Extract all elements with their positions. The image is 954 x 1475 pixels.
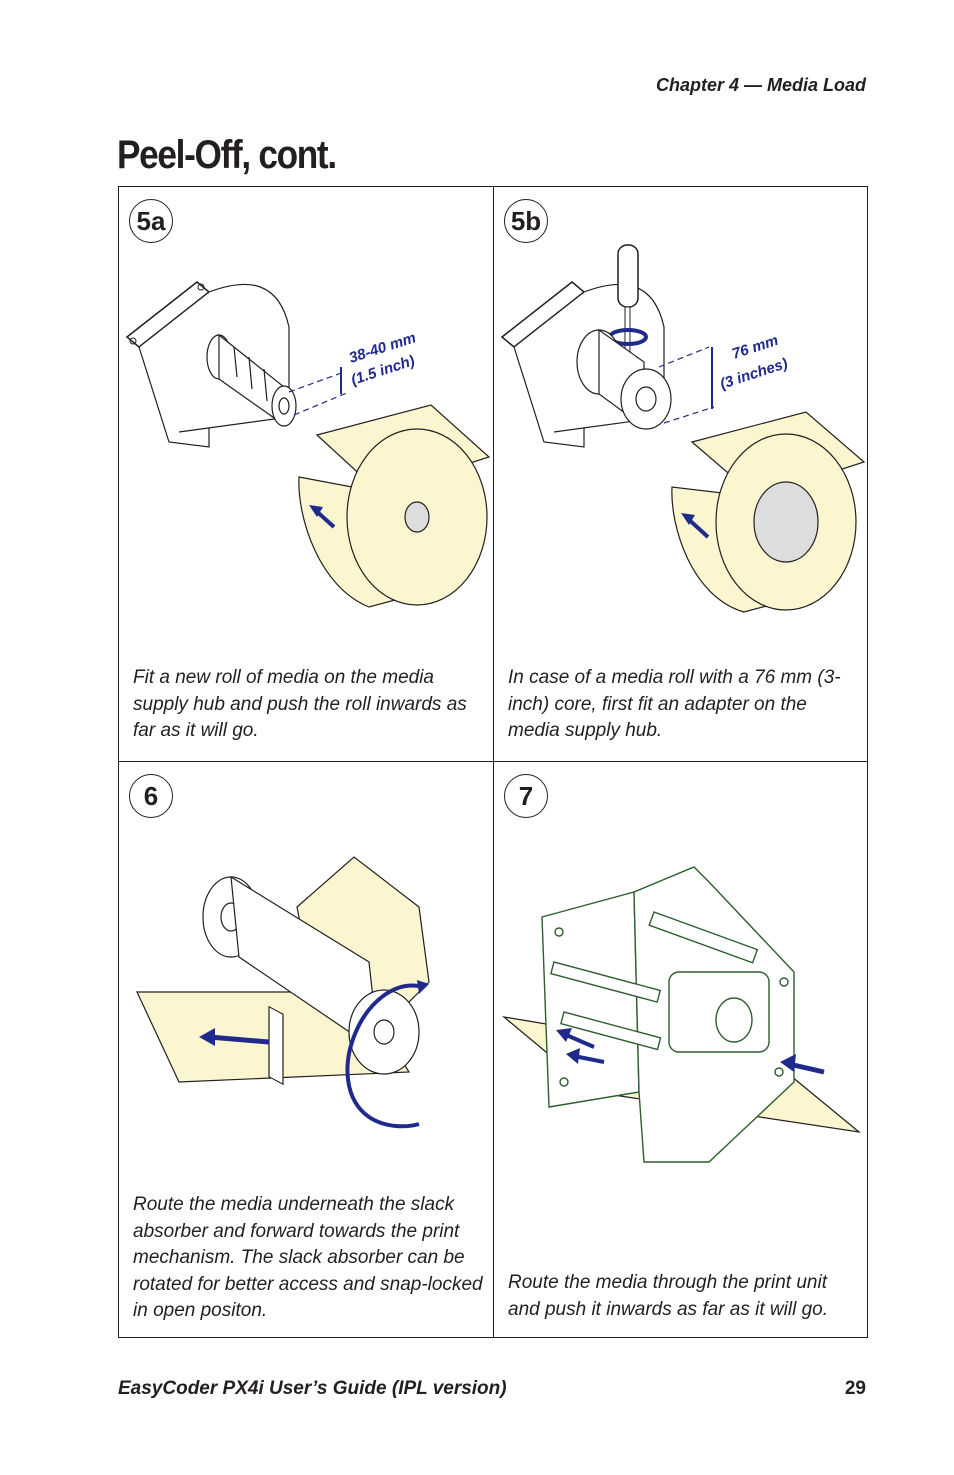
core-adapter-illustration: 76 mm (3 inches) [500, 244, 866, 613]
step-5a-panel: 5a 38-40 mm (1.5 inch) [119, 187, 494, 762]
step-badge-5a: 5a [129, 199, 173, 243]
screwdriver-icon [608, 244, 648, 368]
slack-absorber-illustration [136, 856, 430, 1129]
step-badge-5b: 5b [504, 199, 548, 243]
step-5b-panel: 5b 76 mm (3 inches) [494, 187, 867, 762]
media-roll-hub-illustration: 38-40 mm (1.5 inch) [125, 281, 491, 608]
step-5a-caption: Fit a new roll of media on the media sup… [133, 667, 467, 741]
step-badge-7: 7 [504, 774, 548, 818]
page-title: Peel-Off, cont. [117, 133, 337, 177]
dimension-sub-label-core: (3 inches) [718, 355, 790, 393]
step-6-caption: Route the media underneath the slack abs… [133, 1194, 483, 1321]
footer-guide-title: EasyCoder PX4i User’s Guide (IPL version… [118, 1378, 507, 1399]
instruction-grid: 5a 38-40 mm (1.5 inch) [118, 186, 868, 1338]
step-5b-caption: In case of a media roll with a 76 mm (3-… [508, 667, 841, 741]
step-badge-6: 6 [129, 774, 173, 818]
step-6-panel: 6 Route the media underneath the slack a… [119, 762, 494, 1337]
step-7-caption: Route the media through the print unit a… [508, 1272, 828, 1320]
print-unit-illustration [501, 866, 862, 1163]
chapter-header: Chapter 4 — Media Load [655, 75, 866, 95]
footer-page-number: 29 [844, 1378, 866, 1399]
step-7-panel: 7 R [494, 762, 867, 1337]
